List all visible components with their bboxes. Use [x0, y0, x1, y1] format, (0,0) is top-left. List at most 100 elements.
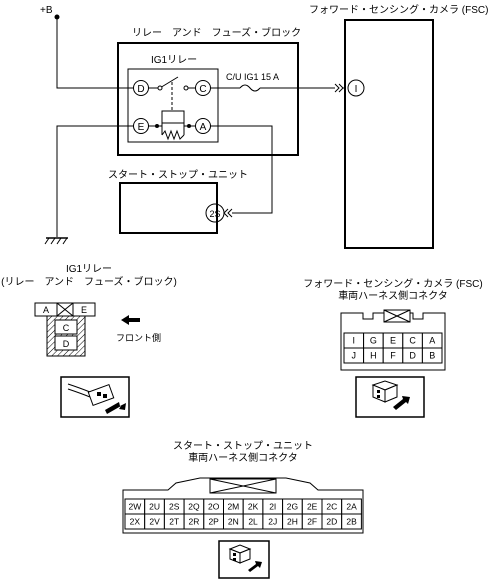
- svg-text:A: A: [429, 336, 435, 346]
- relay-box: [127, 68, 219, 143]
- svg-text:A: A: [43, 305, 49, 315]
- wire-a-to-ssu: [210, 125, 273, 214]
- svg-text:2V: 2V: [149, 517, 160, 527]
- ssu-connector-pin: 2I: [262, 498, 284, 515]
- svg-text:2L: 2L: [248, 517, 258, 527]
- camera-connector-title-2: 車両ハーネス側コネクタ: [338, 289, 448, 302]
- ssu-title: スタート・ストップ・ユニット: [108, 169, 248, 181]
- camera-connector-pin: B: [421, 347, 443, 364]
- ssu-connector-pin: 2R: [183, 513, 205, 530]
- relay-pin-e: E: [133, 118, 149, 134]
- wire-e-to-ground: [56, 125, 134, 237]
- svg-text:2S: 2S: [169, 502, 180, 512]
- relay-view-title-1: IG1リレー: [66, 264, 112, 275]
- camera-connector-pin: H: [363, 347, 384, 364]
- ssu-connector-pin: 2P: [203, 513, 225, 530]
- svg-text:E: E: [81, 305, 87, 315]
- relay-view-cell-c: [54, 319, 78, 335]
- svg-text:2G: 2G: [287, 502, 298, 512]
- svg-text:2D: 2D: [326, 517, 337, 527]
- ssu-connector-housing: [122, 477, 364, 534]
- fuse-symbol: [210, 83, 345, 93]
- relay-pin-a: A: [195, 118, 211, 134]
- svg-text:C: C: [199, 84, 206, 95]
- svg-text:2P: 2P: [208, 517, 219, 527]
- relay-coil: [148, 110, 196, 141]
- svg-text:I: I: [355, 84, 358, 95]
- svg-text:2H: 2H: [287, 517, 298, 527]
- connector-arrow-icon: [223, 208, 233, 218]
- camera-pin-i: I: [347, 79, 365, 97]
- svg-text:I: I: [353, 336, 356, 346]
- svg-text:2K: 2K: [248, 502, 259, 512]
- svg-text:2W: 2W: [128, 502, 141, 512]
- front-label: フロント側: [116, 332, 161, 343]
- svg-text:2I: 2I: [269, 502, 276, 512]
- svg-text:2U: 2U: [149, 502, 160, 512]
- camera-plug-icon: [371, 380, 410, 410]
- relay-view-cell-d: [54, 335, 78, 351]
- svg-text:2S: 2S: [209, 209, 220, 219]
- ssu-connector-title-1: スタート・ストップ・ユニット: [173, 440, 313, 452]
- svg-text:2N: 2N: [228, 517, 239, 527]
- svg-text:G: G: [370, 336, 377, 346]
- svg-text:2B: 2B: [346, 517, 357, 527]
- relay-pin-c: C: [195, 80, 211, 96]
- svg-text:2C: 2C: [326, 502, 337, 512]
- ssu-connector-pin: 2B: [341, 513, 362, 530]
- camera-illustration-frame: [355, 376, 425, 418]
- svg-text:E: E: [390, 336, 396, 346]
- ssu-connector-pin: 2F: [301, 513, 323, 530]
- ssu-connector-pin: 2C: [321, 498, 343, 515]
- ssu-illustration-frame: [218, 540, 270, 579]
- ssu-connector-pin: 2V: [144, 513, 165, 530]
- svg-text:2F: 2F: [307, 517, 317, 527]
- camera-connector-pin: F: [382, 347, 404, 364]
- ssu-connector-pin: 2U: [144, 498, 165, 515]
- ssu-connector-pin: 2W: [124, 498, 146, 515]
- ssu-connector-pin: 2H: [282, 513, 303, 530]
- svg-text:C: C: [63, 323, 70, 333]
- ssu-connector-title-2: 車両ハーネス側コネクタ: [188, 451, 298, 464]
- camera-connector-pin: G: [363, 332, 384, 349]
- ssu-connector-pin: 2S: [163, 498, 185, 515]
- ssu-connector-pin: 2N: [223, 513, 244, 530]
- svg-text:E: E: [138, 122, 145, 133]
- camera-box: [344, 19, 434, 249]
- ssu-box: [119, 182, 218, 234]
- relay-plug-icon: [67, 383, 126, 414]
- svg-text:B: B: [429, 351, 435, 361]
- svg-text:D: D: [137, 84, 144, 95]
- relay-switch: [148, 76, 196, 111]
- ssu-plug-icon: [228, 544, 262, 572]
- svg-text:2T: 2T: [169, 517, 179, 527]
- camera-connector-pin: A: [421, 332, 443, 349]
- svg-text:J: J: [352, 351, 357, 361]
- svg-text:H: H: [370, 351, 377, 361]
- relay-pin-d: D: [133, 80, 149, 96]
- ground-icon: [44, 237, 68, 245]
- svg-text:2E: 2E: [307, 502, 318, 512]
- circuit-diagram: +B リレー アンド フューズ・ブロック IG1リレー D C E A: [40, 3, 488, 249]
- ssu-connector-pin: 2Q: [183, 498, 205, 515]
- camera-connector-title-1: フォワード・センシング・カメラ (FSC): [303, 277, 482, 290]
- svg-text:A: A: [200, 122, 207, 133]
- camera-connector-pin: C: [402, 332, 423, 349]
- ssu-connector-pin: 2O: [203, 498, 225, 515]
- svg-text:2A: 2A: [346, 502, 357, 512]
- svg-text:2Q: 2Q: [188, 502, 200, 512]
- ssu-connector-pin: 2M: [223, 498, 244, 515]
- relay-block-box: [117, 42, 299, 156]
- ssu-connector-pin: 2K: [242, 498, 264, 515]
- ssu-connector-pin: 2J: [262, 513, 284, 530]
- ssu-connector-pin: 2X: [124, 513, 146, 530]
- ssu-connector-pin: 2D: [321, 513, 343, 530]
- svg-text:2J: 2J: [268, 517, 277, 527]
